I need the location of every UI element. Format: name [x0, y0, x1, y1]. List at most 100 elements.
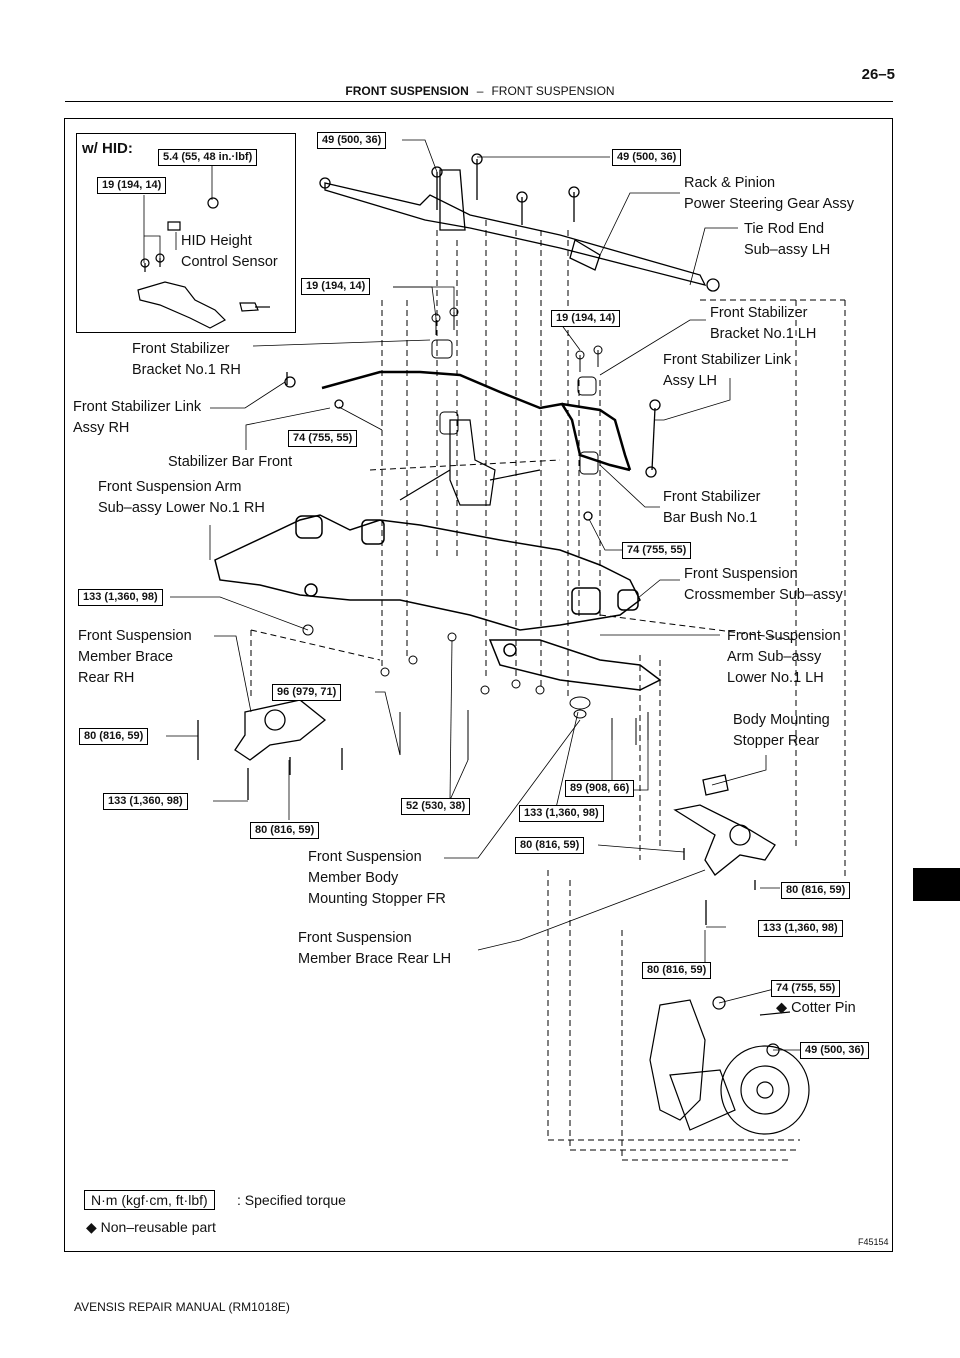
stabilizer-bracket-bolts — [431, 307, 603, 475]
header-rule — [65, 101, 893, 102]
torque-value: 80 (816, 59) — [515, 837, 585, 854]
label-stabilizer-link-rh: Front Stabilizer Link Assy RH — [73, 397, 201, 439]
page-number: 26–5 — [861, 66, 895, 83]
page-footer: AVENSIS REPAIR MANUAL (RM1018E) — [74, 1300, 290, 1314]
torque-value: 133 (1,360, 98) — [519, 805, 604, 822]
label-line: Front Suspension — [78, 628, 192, 644]
label-line: Lower No.1 LH — [727, 670, 824, 686]
label-line: Front Stabilizer — [132, 341, 230, 357]
torque-value: 49 (500, 36) — [612, 149, 682, 166]
label-arm-lower-rh: Front Suspension Arm Sub–assy Lower No.1… — [98, 477, 265, 519]
torque-value: 80 (816, 59) — [250, 822, 320, 839]
torque-value: 89 (908, 66) — [565, 780, 635, 797]
page-header: FRONT SUSPENSION–FRONT SUSPENSION — [0, 84, 960, 98]
label-line: Assy RH — [73, 420, 130, 436]
torque-value: 19 (194, 14) — [301, 278, 371, 295]
torque-value: 74 (755, 55) — [771, 980, 841, 997]
label-line: Member Body — [308, 870, 399, 886]
torque-value: 19 (194, 14) — [551, 310, 621, 327]
label-cotter-pin: ◆ Cotter Pin — [776, 1000, 856, 1016]
header-separator: – — [476, 84, 484, 98]
torque-value: 133 (1,360, 98) — [103, 793, 188, 810]
label-line: Member Brace Rear LH — [298, 951, 452, 967]
label-line: Front Suspension — [298, 930, 412, 946]
label-line: Assy LH — [663, 373, 717, 389]
torque-value: 133 (1,360, 98) — [78, 589, 163, 606]
torque-value: 80 (816, 59) — [642, 962, 712, 979]
stabilizer-bar — [321, 370, 632, 472]
label-hid-sensor-line1: HID Height — [181, 233, 252, 249]
label-tie-rod-end: Tie Rod End Sub–assy LH — [744, 219, 830, 261]
label-line: Front Stabilizer — [710, 305, 808, 321]
brace-rear-rh — [197, 699, 343, 800]
torque-value: 80 (816, 59) — [781, 882, 851, 899]
label-stabilizer-bracket-lh: Front Stabilizer Bracket No.1 LH — [710, 303, 816, 345]
label-stabilizer-bar: Stabilizer Bar Front — [168, 454, 293, 470]
legend-unit-text: : Specified torque — [237, 1192, 346, 1208]
label-line: Sub–assy LH — [744, 242, 831, 258]
label-line: Body Mounting — [733, 712, 830, 728]
label-crossmember: Front Suspension Crossmember Sub–assy — [684, 564, 843, 606]
assembly-guide-lines — [250, 220, 846, 1161]
crossmember — [214, 514, 662, 691]
steering-rack — [319, 153, 720, 292]
label-line: Mounting Stopper FR — [308, 891, 446, 907]
header-section: FRONT SUSPENSION — [345, 84, 469, 98]
label-line: Tie Rod End — [744, 221, 825, 237]
label-line: Front Suspension — [684, 566, 798, 582]
label-line: Bar Bush No.1 — [663, 510, 758, 526]
header-subsection: FRONT SUSPENSION — [491, 84, 615, 98]
label-line: Front Stabilizer — [663, 489, 761, 505]
label-line: Bracket No.1 LH — [710, 326, 817, 342]
torque-value: 49 (500, 36) — [317, 132, 387, 149]
label-hid-sensor-line2: Control Sensor — [181, 254, 278, 270]
hid-inset-box — [76, 133, 296, 333]
label-line: Crossmember Sub–assy — [684, 587, 843, 603]
label-line: Front Suspension Arm — [98, 479, 242, 495]
label-line: Front Suspension — [308, 849, 422, 865]
knuckle-hub-lh — [649, 996, 810, 1135]
brace-rear-lh — [673, 774, 776, 925]
label-line: Stopper Rear — [733, 733, 820, 749]
crossmember-bolts — [302, 624, 649, 760]
label-line: Front Stabilizer Link — [663, 352, 792, 368]
label-line: Member Brace — [78, 649, 174, 665]
label-stabilizer-bracket-rh: Front Stabilizer Bracket No.1 RH — [132, 339, 241, 381]
torque-value: 49 (500, 36) — [800, 1042, 870, 1059]
label-line: Sub–assy Lower No.1 RH — [98, 500, 265, 516]
hid-inset-title: w/ HID: — [82, 140, 133, 157]
label-brace-rear-rh: Front Suspension Member Brace Rear RH — [78, 626, 192, 689]
legend-unit-box: N·m (kgf·cm, ft·lbf) — [84, 1190, 215, 1210]
label-stopper-fr: Front Suspension Member Body Mounting St… — [308, 847, 446, 910]
torque-value: 96 (979, 71) — [272, 684, 342, 701]
torque-value: 80 (816, 59) — [79, 728, 149, 745]
label-body-mounting-stopper: Body Mounting Stopper Rear — [733, 710, 830, 752]
label-line: Rear RH — [78, 670, 135, 686]
label-line: Power Steering Gear Assy — [684, 196, 855, 212]
label-line: Bracket No.1 RH — [132, 362, 241, 378]
torque-value: 52 (530, 38) — [401, 798, 471, 815]
label-line: Rack & Pinion — [684, 175, 776, 191]
torque-value: 74 (755, 55) — [622, 542, 692, 559]
label-stabilizer-link-lh: Front Stabilizer Link Assy LH — [663, 350, 791, 392]
label-rack-pinion: Rack & Pinion Power Steering Gear Assy — [684, 173, 854, 215]
label-stabilizer-bush: Front Stabilizer Bar Bush No.1 — [663, 487, 761, 529]
torque-hid-left: 19 (194, 14) — [97, 177, 167, 194]
figure-id: F45154 — [858, 1237, 889, 1247]
label-line: Arm Sub–assy — [727, 649, 822, 665]
label-line: Front Stabilizer Link — [73, 399, 202, 415]
label-brace-rear-lh: Front Suspension Member Brace Rear LH — [298, 928, 451, 970]
diagram-frame — [64, 118, 893, 1252]
torque-value: 74 (755, 55) — [288, 430, 358, 447]
middle-bracket — [399, 419, 541, 506]
torque-value: 133 (1,360, 98) — [758, 920, 843, 937]
torque-hid-top: 5.4 (55, 48 in.·lbf) — [158, 149, 258, 166]
label-hid-sensor: HID Height Control Sensor — [181, 231, 278, 273]
label-arm-lower-lh: Front Suspension Arm Sub–assy Lower No.1… — [727, 626, 841, 689]
section-tab-marker — [913, 868, 960, 901]
leader-lines — [143, 139, 803, 1051]
hid-sensor-parts — [137, 197, 270, 329]
legend-non-reusable: ◆ Non–reusable part — [86, 1219, 216, 1235]
label-line: Front Suspension — [727, 628, 841, 644]
